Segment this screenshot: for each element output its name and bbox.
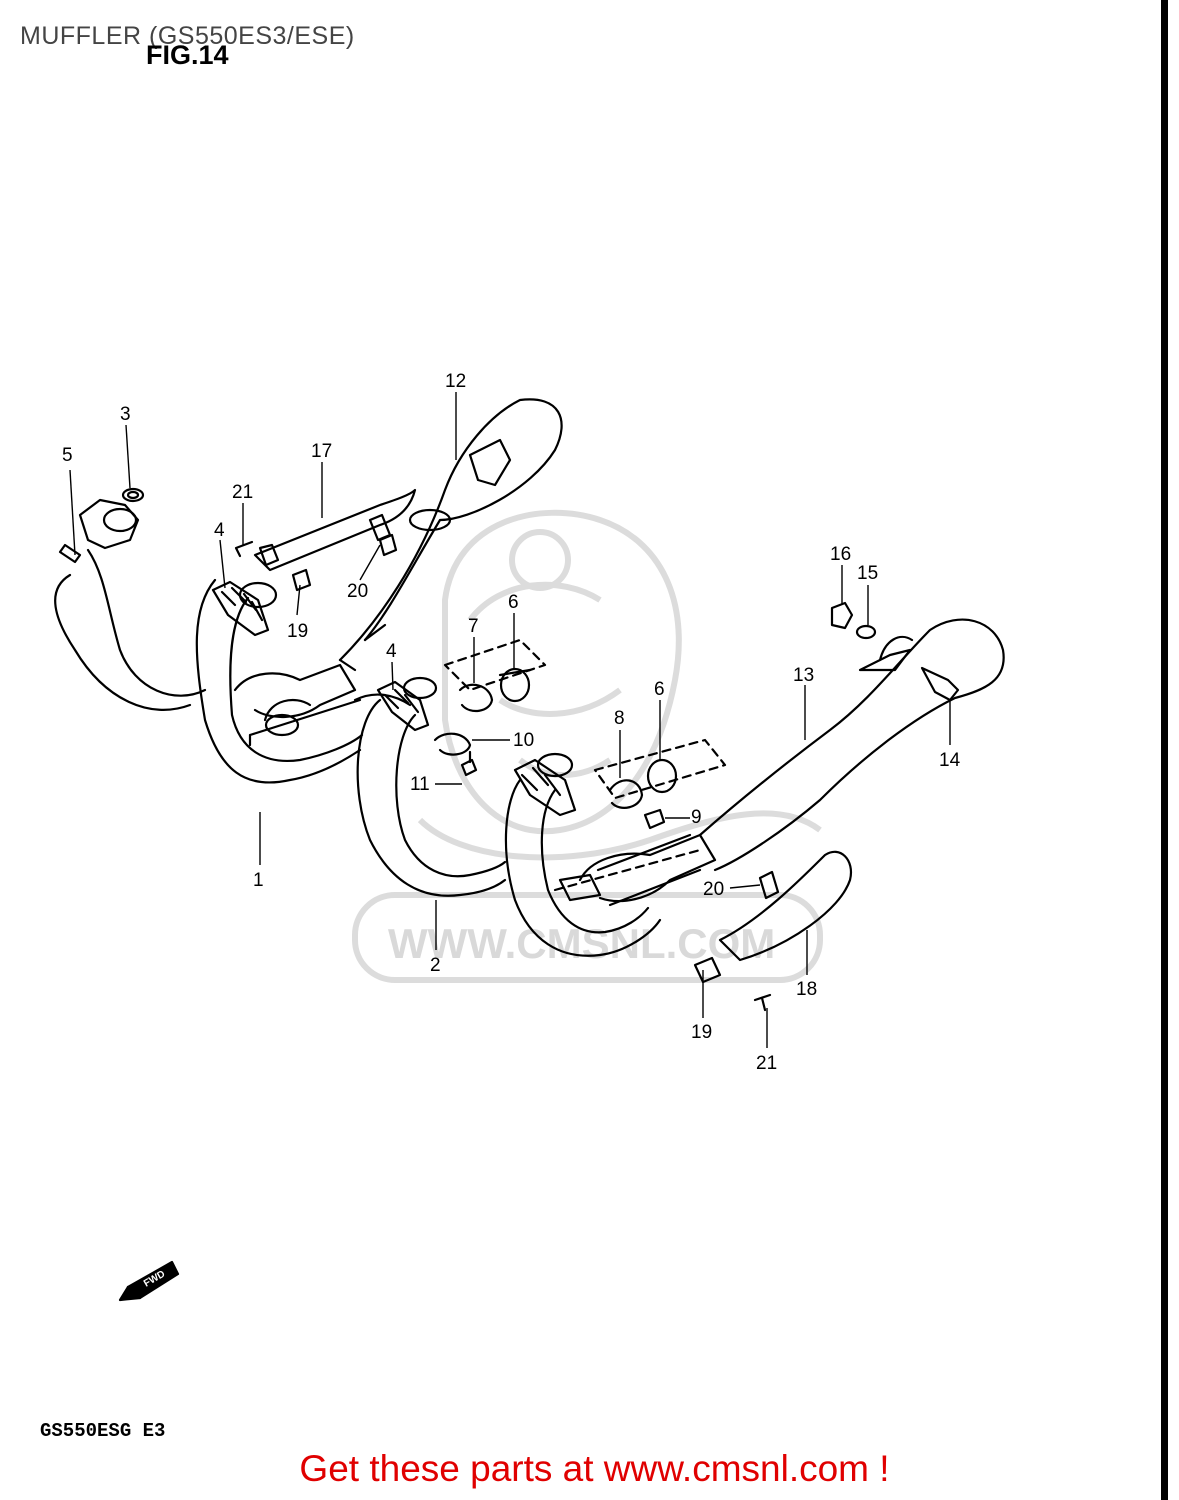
- callout-6-upper: 6: [508, 592, 519, 613]
- callout-5: 5: [62, 445, 73, 466]
- callout-20-left: 20: [347, 581, 368, 602]
- callout-2: 2: [430, 955, 441, 976]
- callout-10: 10: [513, 730, 534, 751]
- callout-21-right: 21: [756, 1053, 777, 1074]
- page-title: MUFFLER (GS550ES3/ESE): [20, 22, 355, 50]
- callout-19-right: 19: [691, 1022, 712, 1043]
- callout-1: 1: [253, 870, 264, 891]
- diagram-linework: [54, 398, 1005, 1302]
- callout-11: 11: [410, 774, 430, 795]
- callout-9: 9: [691, 807, 702, 828]
- leader-lines: [69, 392, 951, 1048]
- promo-link-text[interactable]: Get these parts at www.cmsnl.com !: [299, 1448, 890, 1489]
- callout-18: 18: [796, 979, 817, 1000]
- callout-16: 16: [830, 544, 851, 565]
- callout-6-lower: 6: [654, 679, 665, 700]
- callout-17: 17: [311, 441, 332, 462]
- model-code: GS550ESG E3: [40, 1420, 166, 1442]
- callout-19-left: 19: [287, 621, 308, 642]
- callout-13: 13: [793, 665, 814, 686]
- page-edge-rule: [1161, 0, 1168, 1500]
- callout-3: 3: [120, 404, 131, 425]
- callout-21-left: 21: [232, 482, 253, 503]
- callout-4-left: 4: [214, 520, 225, 541]
- callout-20-right: 20: [703, 879, 724, 900]
- callout-15: 15: [857, 563, 878, 584]
- promo-banner: Get these parts at www.cmsnl.com !: [0, 1448, 1179, 1490]
- callout-7: 7: [468, 616, 479, 637]
- callout-14: 14: [939, 750, 961, 771]
- callout-12: 12: [445, 371, 466, 392]
- callout-8: 8: [614, 708, 625, 729]
- callout-4-middle: 4: [386, 641, 397, 662]
- figure-label: FIG.14: [146, 40, 229, 70]
- watermark-text: WWW.CMSNL.COM: [388, 920, 775, 967]
- watermark-logo: [352, 509, 823, 983]
